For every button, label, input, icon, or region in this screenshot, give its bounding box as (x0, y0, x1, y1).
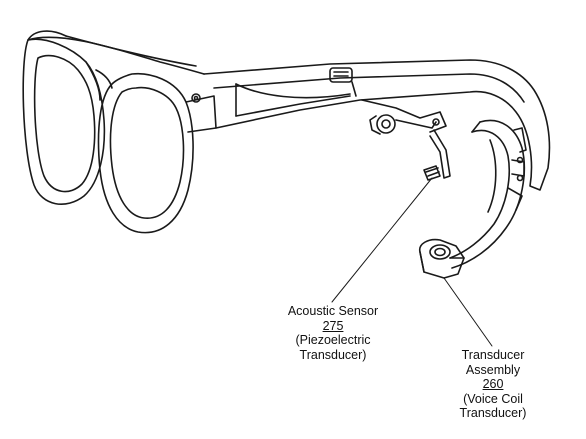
temple-button-icon (329, 67, 353, 83)
transducer-assembly (418, 119, 527, 279)
linkage-mechanism (361, 99, 451, 179)
acoustic-sensor-ref-number: 275 (322, 318, 344, 333)
acoustic-sensor-component (423, 165, 441, 181)
transducer-assembly-detail-line-2: Transducer) (459, 406, 527, 420)
transducer-assembly-ref-number: 260 (482, 377, 504, 391)
transducer-assembly-label-line-2: Assembly (465, 362, 521, 377)
acoustic-sensor-label: Acoustic Sensor (287, 304, 379, 318)
right-lens-frame (97, 72, 194, 234)
left-lens-frame (22, 30, 106, 205)
bridge (85, 61, 113, 101)
transducer-assembly-label-line-1: Transducer (461, 348, 525, 362)
transducer-assembly-detail-line-1: (Voice Coil (463, 391, 523, 406)
acoustic-sensor-detail-line-2: Transducer) (299, 347, 367, 362)
top-frame-bar (27, 35, 205, 75)
transducer-assembly-callout: Transducer Assembly 260 (Voice Coil Tran… (448, 348, 538, 421)
hinge (185, 93, 217, 133)
transducer-assembly-leader-line (443, 277, 493, 347)
acoustic-sensor-detail-line-1: (Piezoelectric (295, 333, 371, 347)
acoustic-sensor-callout: Acoustic Sensor 275 (Piezoelectric Trans… (268, 304, 398, 362)
acoustic-sensor-leader-line (331, 177, 433, 303)
temple-arm (203, 59, 551, 191)
